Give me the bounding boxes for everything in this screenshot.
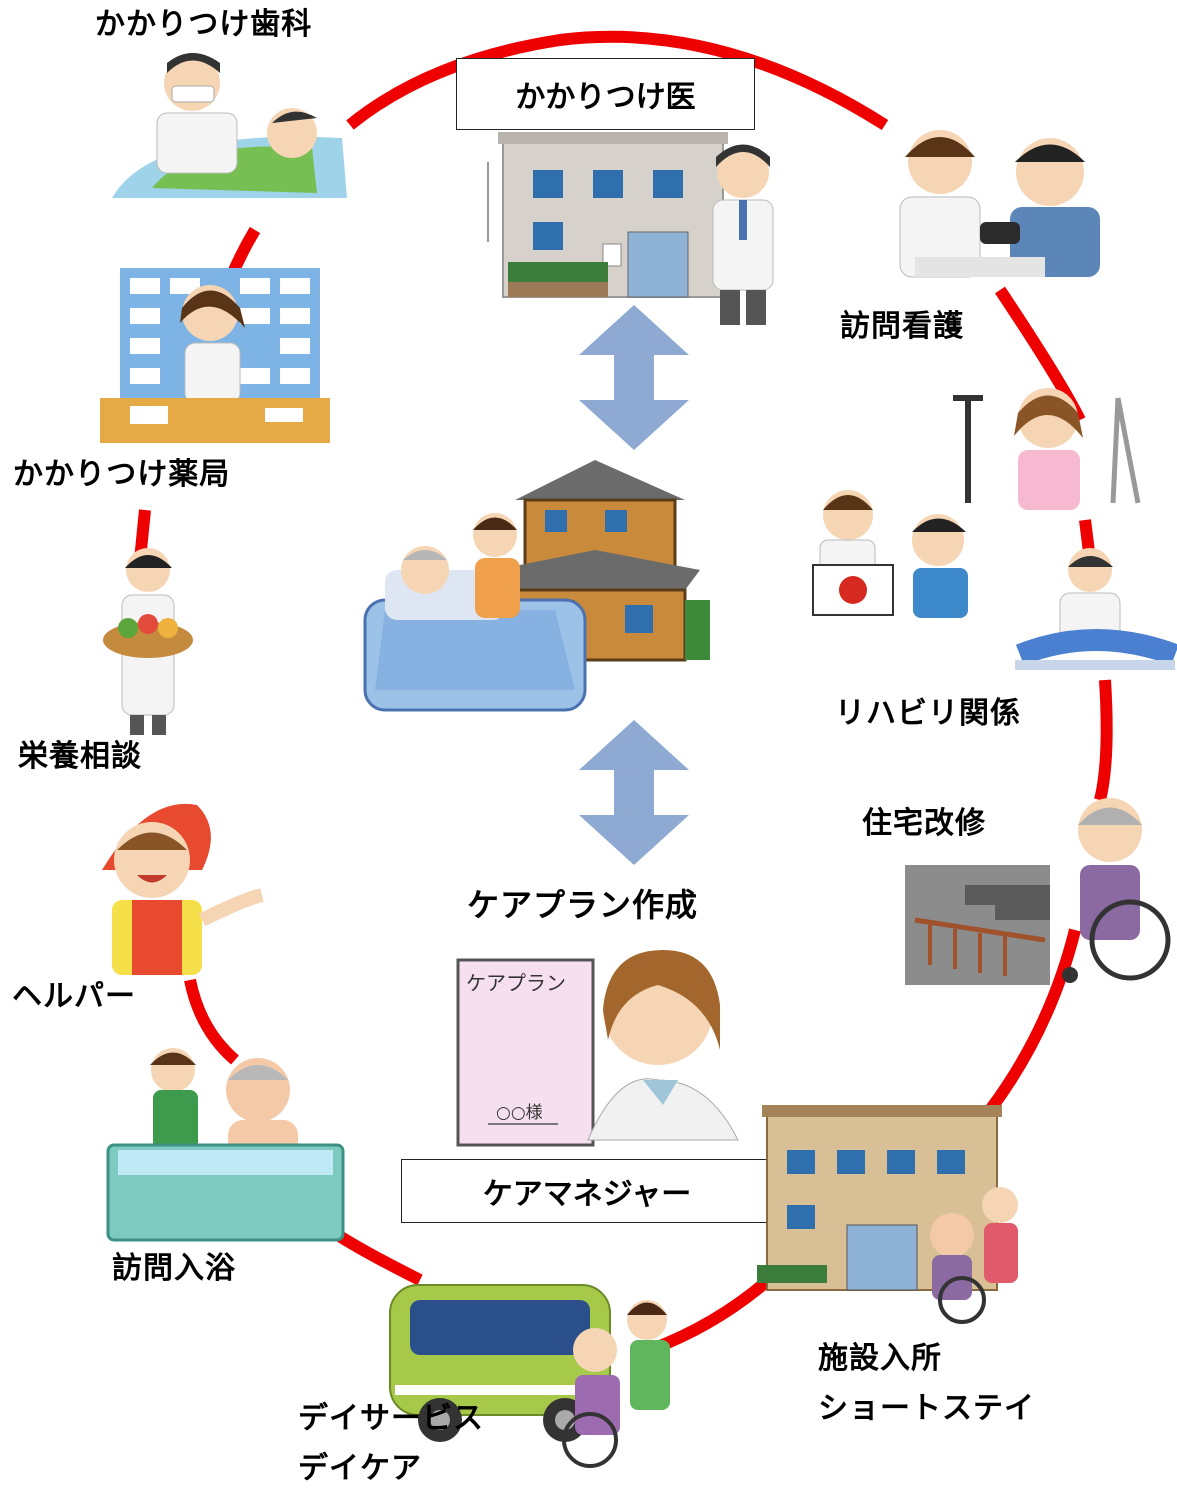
care-manager-box-label: ケアマネジャー: [482, 1177, 692, 1212]
rehab-physical-therapy-icon: [1015, 548, 1177, 670]
pharmacy-icon: [100, 268, 330, 443]
ring-segment-right-bottom: [985, 928, 1081, 1114]
nursing-label: 訪問看護: [840, 309, 964, 344]
dayservice-label-line2: デイケア: [298, 1451, 422, 1486]
home-care-house-icon: [363, 460, 710, 712]
nutrition-label: 栄養相談: [18, 739, 142, 774]
doctor-box: かかりつけ医: [456, 58, 755, 130]
dentist-icon: [112, 53, 347, 198]
nutrition-icon: [103, 548, 193, 735]
helper-icon: [102, 803, 264, 975]
rehab-walking-aid-icon: [953, 388, 1141, 510]
wheelchair-resident-icon: [1062, 798, 1171, 983]
care-plan-document-recipient: ○○様: [496, 1103, 543, 1123]
clinic-building-icon: [487, 132, 774, 325]
doctor-box-label: かかりつけ医: [515, 80, 696, 115]
ring-segment-right-lower: [1094, 679, 1113, 802]
dayservice-label-line1: デイサービス: [298, 1401, 484, 1436]
visiting-nurse-icon: [899, 130, 1100, 278]
care-facility-icon: [757, 1105, 1018, 1324]
facility-label-line1: 施設入所: [818, 1341, 942, 1376]
care-manager-box: ケアマネジャー: [401, 1159, 773, 1223]
dentist-label: かかりつけ歯科: [95, 7, 313, 42]
rehab-label: リハビリ関係: [835, 696, 1021, 731]
ring-segment-top: [346, 30, 889, 131]
double-arrow-upper-icon: [579, 305, 689, 450]
rehab-speech-therapy-icon: [812, 490, 968, 618]
bathing-label: 訪問入浴: [112, 1251, 236, 1286]
helper-label: ヘルパー: [12, 979, 136, 1014]
day-service-bus-icon: [389, 1284, 670, 1468]
care-plan-document-title: ケアプラン: [466, 971, 566, 995]
pharmacy-label: かかりつけ薬局: [13, 457, 231, 492]
care-plan-title: ケアプラン作成: [467, 886, 699, 924]
housing-label: 住宅改修: [862, 806, 986, 841]
bathing-icon: [106, 1048, 345, 1242]
housing-stairs-icon: [905, 865, 1050, 985]
double-arrow-lower-icon: [579, 720, 689, 865]
facility-label-line2: ショートステイ: [818, 1391, 1035, 1426]
ring-segment-left-lower: [184, 978, 239, 1065]
care-manager-icon: ケアプラン ○○様: [456, 950, 739, 1147]
